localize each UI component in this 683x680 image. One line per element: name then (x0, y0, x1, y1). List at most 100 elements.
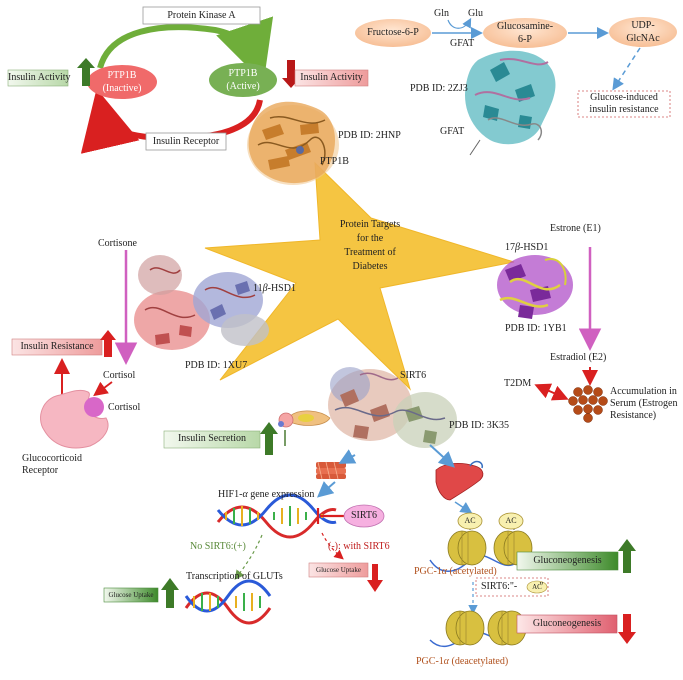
center-line-2: for the (356, 233, 384, 244)
gln-label: Gln (434, 8, 449, 19)
hsd17-name-label: 17β-HSD1 (505, 242, 548, 254)
down-arrow-gluconeogenesis-icon (618, 614, 636, 644)
accumulation-label: Accumulation in Serum (Estrogen Resistan… (610, 386, 678, 422)
receptor-line-2: Receptor (22, 465, 59, 476)
receptor-line-1: Glucocorticoid (22, 453, 82, 464)
no-sirt6-arrow (234, 534, 263, 580)
ptp1b-active-label: PTP1B (Active) (209, 67, 277, 93)
insulin-activity-right-label: Insulin Activity (300, 72, 363, 83)
ptp1b-inactive-label: PTP1B (Inactive) (87, 69, 157, 95)
hsd17-protein-structure (497, 255, 573, 319)
up-arrow-green-icon (77, 58, 95, 86)
pgc-deacetylated-alpha: α (443, 656, 450, 667)
fructose-node (355, 19, 431, 47)
accumulation-line-1: Accumulation in (610, 386, 677, 397)
cycle-arrow-bottom (80, 88, 263, 154)
pgc-acetylated-prefix: PGC-1 (414, 566, 442, 577)
udp-to-resistance-arrow (612, 47, 641, 91)
ptp1b-active-line-2: (Active) (226, 81, 260, 92)
pgc-deacetylated-suffix: (deacetylated) (449, 656, 509, 667)
glucose-uptake-high-box (103, 587, 159, 603)
t2dm-label: T2DM (504, 378, 532, 389)
gfat-protein-structure (465, 50, 556, 156)
hsd17-prefix: 17 (505, 242, 515, 253)
cortisone-label: Cortisone (98, 238, 137, 249)
sirt6-inhibition-line (316, 508, 345, 524)
pgc-deacetylated-label: PGC-1α (deacetylated) (416, 656, 508, 668)
up-arrow-glucose-uptake-icon (161, 578, 179, 608)
cortisol-label-2: Cortisol (108, 402, 141, 413)
gluconeogenesis-low-box (516, 614, 618, 634)
hsd17-beta: β (515, 242, 520, 253)
hif-suffix: gene expression (247, 489, 315, 500)
sirt6-badge (343, 504, 385, 528)
hsd17-pdb-label: PDB ID: 1YB1 (505, 323, 567, 334)
ptp1b-pdb-label: PDB ID: 2HNP (338, 130, 401, 141)
hsd11-beta: β (262, 283, 268, 294)
pancreas-icon (278, 410, 331, 428)
glu-label: Glu (468, 8, 483, 19)
ptp1b-name-label: PTP1B (320, 156, 349, 167)
hif-alpha: α (242, 489, 248, 500)
accumulation-line-2: Serum (Estrogen (610, 398, 678, 409)
ac-label-1: AC (464, 516, 476, 525)
sirt6-to-liver-arrow (429, 444, 455, 468)
center-line-3: Treatment of (344, 247, 396, 258)
udp-line-1: UDP- (631, 20, 655, 31)
ptp1b-inactive-node (87, 65, 157, 99)
cortisol-arrow (93, 381, 113, 397)
center-title: Protein Targets for the Treatment of Dia… (330, 218, 410, 274)
liver-icon (435, 462, 484, 501)
dna-helix-upper (216, 493, 337, 539)
fructose-label: Fructose-6-P (367, 27, 419, 38)
resistance-line-1: Glucose-induced (590, 92, 658, 103)
gluconeogenesis-low-label: Gluconeogenesis (532, 618, 602, 629)
down-arrow-glucose-uptake-icon (367, 564, 383, 592)
pgc-acetylated-suffix: (acetylated) (447, 566, 497, 577)
hif-prefix: HIF1- (218, 489, 243, 500)
liver-vessel (469, 460, 484, 469)
glucosamine-node (483, 18, 567, 48)
estradiol-label: Estradiol (E2) (550, 352, 607, 363)
pgc-deacetylated-prefix: PGC-1 (416, 656, 444, 667)
ptp1b-active-line-1: PTP1B (228, 68, 258, 79)
gfat-pdb-label: PDB ID: 2ZJ3 (410, 83, 468, 94)
udp-glcnac-node (609, 17, 677, 47)
receptor-label: Insulin Receptor (152, 136, 220, 147)
ac-label-2: AC (505, 516, 517, 525)
sirt6-deacetyl-label: SIRT6:"-" (481, 581, 543, 593)
gluconeogenesis-high-box (516, 551, 619, 571)
pgc-acetylated-alpha: α (441, 566, 448, 577)
sirt6-badge-label: SIRT6 (350, 510, 378, 521)
gfat-name-label: GFAT (440, 126, 465, 137)
insulin-resistance-label: Insulin Resistance (20, 341, 94, 352)
pgc-acetylated-label: PGC-1α (acetylated) (414, 566, 497, 578)
accumulation-spheres (568, 385, 608, 423)
ac-badge-3 (526, 580, 548, 594)
ptp1b-active-node (209, 63, 277, 97)
muscle-icon (316, 461, 346, 480)
sirt6-pdb-label: PDB ID: 3K35 (449, 420, 510, 431)
insulin-activity-left-box (7, 69, 69, 87)
center-line-4: Diabetes (352, 261, 388, 272)
cycle-arrow-top (97, 16, 274, 83)
ac-label-3: AC (532, 583, 542, 591)
hsd11-pdb-label: PDB ID: 1XU7 (185, 360, 248, 371)
ptp1b-inactive-line-1: PTP1B (107, 70, 137, 81)
no-sirt6-label: No SIRT6:(+) (190, 541, 246, 552)
insulin-secretion-box (163, 430, 261, 449)
gluconeogenesis-high-label: Gluconeogenesis (533, 555, 602, 566)
estrone-label: Estrone (E1) (550, 223, 601, 234)
up-arrow-red-icon (100, 330, 116, 357)
ac-badge-2 (498, 512, 524, 530)
muscle-to-hif-arrow (316, 481, 336, 498)
center-line-1: Protein Targets (339, 219, 401, 230)
glucosamine-line-2: 6-P (518, 34, 532, 45)
cortisol-molecule (84, 397, 104, 417)
kinase-box (142, 6, 261, 25)
hsd11-prefix: 11 (253, 283, 263, 294)
gfat-enzyme-top-label: GFAT (450, 38, 475, 49)
dna-helix-lower (184, 579, 272, 625)
